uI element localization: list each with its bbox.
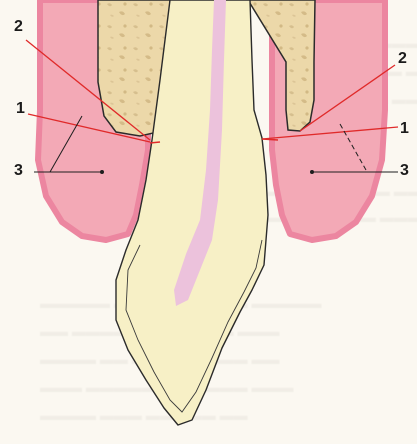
left-junction-line <box>150 142 160 143</box>
label-left-3: 3 <box>14 162 23 180</box>
label-left-2: 2 <box>14 18 23 36</box>
label-left-1: 1 <box>16 100 25 118</box>
left-3-dot <box>100 170 104 174</box>
label-right-1: 1 <box>400 120 409 138</box>
right-3-dot <box>310 170 314 174</box>
label-right-2: 2 <box>398 50 407 68</box>
label-right-3: 3 <box>400 162 409 180</box>
